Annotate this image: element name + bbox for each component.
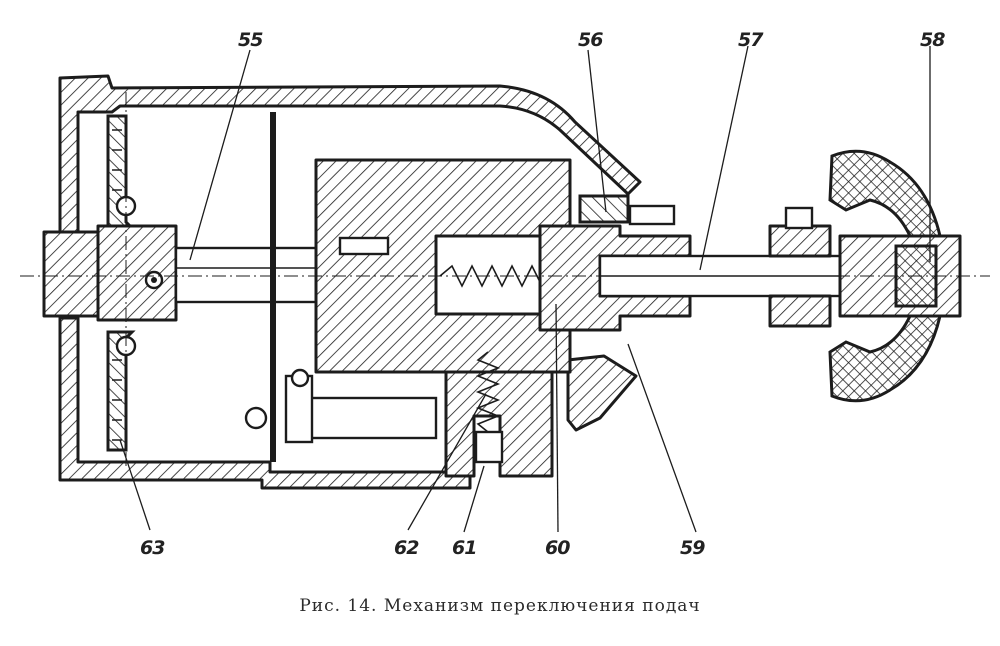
pin-icon bbox=[151, 277, 157, 283]
figure-caption: Рис. 14. Механизм переключения подач bbox=[299, 596, 701, 616]
callout-63: 63 bbox=[140, 537, 165, 559]
bushing-screw bbox=[784, 206, 814, 230]
bolt-head-icon bbox=[290, 368, 310, 388]
callout-55: 55 bbox=[238, 29, 263, 51]
gear-teeth-marks bbox=[112, 129, 122, 441]
callout-61: 61 bbox=[452, 537, 476, 559]
sliding-block bbox=[314, 158, 572, 374]
bushing-lower bbox=[768, 294, 832, 328]
block-key-slot bbox=[338, 236, 390, 256]
callout-58: 58 bbox=[920, 29, 945, 51]
mechanism-cross-section-drawing: 55 56 57 58 59 60 61 62 63 bbox=[20, 29, 990, 559]
bushing bbox=[768, 224, 832, 258]
handwheel-58-lower bbox=[828, 314, 942, 403]
lever-arm bbox=[298, 396, 438, 440]
spring-left bbox=[439, 264, 551, 288]
left-hub bbox=[96, 224, 178, 322]
plunger-61 bbox=[474, 430, 504, 464]
housing-upper-wall bbox=[58, 74, 642, 264]
callout-60: 60 bbox=[545, 537, 570, 559]
part-56-bolt bbox=[628, 204, 676, 226]
handwheel-58-upper bbox=[828, 149, 942, 238]
leader-lines bbox=[119, 45, 931, 533]
part-56-cap bbox=[578, 194, 630, 224]
callout-59: 59 bbox=[680, 537, 705, 559]
callout-56: 56 bbox=[578, 29, 603, 51]
bolt-head-icon bbox=[244, 406, 268, 430]
spring-62 bbox=[475, 351, 501, 433]
inner-housing-body bbox=[270, 112, 276, 462]
callout-57: 57 bbox=[738, 29, 764, 51]
housing-lower-arm bbox=[566, 354, 638, 432]
left-end-cover bbox=[42, 230, 100, 318]
callout-62: 62 bbox=[394, 537, 419, 559]
